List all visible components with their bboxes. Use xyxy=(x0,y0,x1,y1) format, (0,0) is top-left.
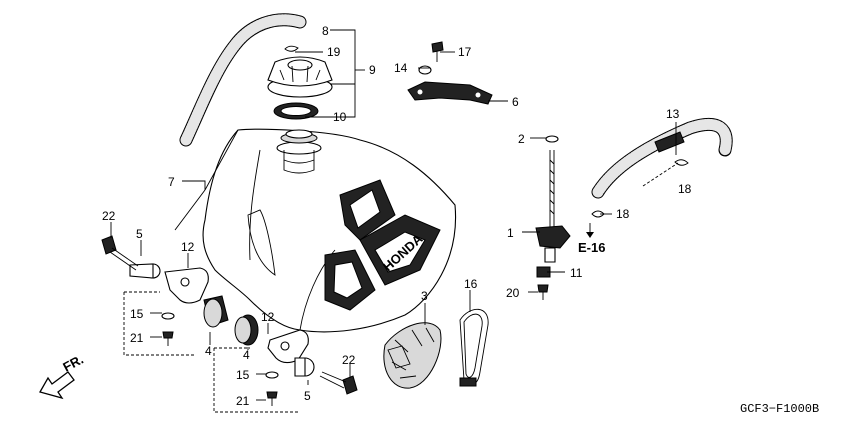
tank-band xyxy=(459,308,489,387)
callout-5-right: 5 xyxy=(304,389,311,403)
callout-10: 10 xyxy=(333,110,347,124)
mount-bracket-left xyxy=(164,267,209,304)
screw-right xyxy=(266,391,278,406)
leader-lines xyxy=(110,29,679,413)
callout-2: 2 xyxy=(518,132,525,146)
tube-clip xyxy=(284,45,299,52)
tube-clip-upper xyxy=(674,159,689,166)
fuel-cap xyxy=(267,56,333,98)
fuel-tube xyxy=(591,117,733,199)
callout-22-right: 22 xyxy=(342,353,356,367)
callout-21-left: 21 xyxy=(130,331,144,345)
bracket-bolt xyxy=(431,41,444,62)
fuel-cap-gasket xyxy=(273,102,319,120)
rubber-cushion-center xyxy=(234,314,259,346)
washer-right xyxy=(265,371,279,379)
breather-tube xyxy=(179,13,307,147)
front-direction-arrow: FR. xyxy=(39,352,86,400)
callout-19: 19 xyxy=(327,45,341,59)
bolt-right xyxy=(319,371,358,395)
callout-7: 7 xyxy=(168,175,175,189)
callout-20: 20 xyxy=(506,286,520,300)
rubber-cushion-left xyxy=(203,295,229,328)
direction-label: FR. xyxy=(60,352,86,375)
fuel-tank: HONDA xyxy=(202,128,457,333)
callout-4-center: 4 xyxy=(243,348,250,362)
callout-15-right: 15 xyxy=(236,368,250,382)
tank-bracket xyxy=(407,81,493,105)
tank-protector xyxy=(383,322,442,389)
screw-left xyxy=(162,331,174,346)
callout-13: 13 xyxy=(666,107,680,121)
callout-6: 6 xyxy=(512,95,519,109)
bolt-left xyxy=(101,235,139,271)
callout-4-left: 4 xyxy=(205,344,212,358)
callout-12-left: 12 xyxy=(181,240,195,254)
callout-15-left: 15 xyxy=(130,307,144,321)
diagram-code: GCF3−F1000B xyxy=(740,402,819,416)
callout-14: 14 xyxy=(394,61,408,75)
valve-screw-nut xyxy=(536,266,551,278)
collar-left xyxy=(129,263,161,279)
valve-washer xyxy=(545,135,559,143)
callout-18-lower: 18 xyxy=(616,207,630,221)
valve-screw xyxy=(537,284,549,300)
bracket-nut xyxy=(418,65,432,75)
reference-e16: E-16 xyxy=(578,240,605,255)
callout-21-right: 21 xyxy=(236,394,250,408)
callout-12-right: 12 xyxy=(261,310,275,324)
callout-1: 1 xyxy=(507,226,514,240)
callout-9: 9 xyxy=(369,63,376,77)
callout-22-left: 22 xyxy=(102,209,116,223)
fuel-valve xyxy=(535,150,571,263)
callout-18-upper: 18 xyxy=(678,182,692,196)
callout-17: 17 xyxy=(458,45,472,59)
washer-left xyxy=(161,312,175,320)
collar-right xyxy=(294,357,315,377)
callout-5-left: 5 xyxy=(136,227,143,241)
callout-16: 16 xyxy=(464,277,478,291)
callout-8: 8 xyxy=(322,24,329,38)
callout-3: 3 xyxy=(421,289,428,303)
callout-11: 11 xyxy=(570,266,583,280)
